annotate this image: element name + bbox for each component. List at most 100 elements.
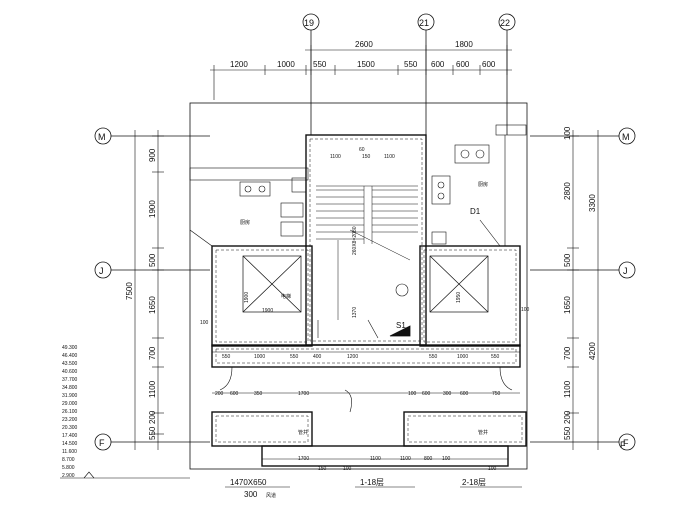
- elev-14: 11.600: [62, 449, 77, 455]
- shaft-label-1: 管井: [298, 429, 308, 436]
- stair-dim-3: 60: [359, 147, 365, 153]
- s1-marker: [389, 325, 411, 337]
- left-total: 7500: [125, 282, 134, 300]
- elev-size-left: 1900: [262, 308, 273, 314]
- wall-hatch: [215, 138, 523, 443]
- elev-7: 31.900: [62, 393, 78, 399]
- vent-note: 风道: [266, 492, 276, 499]
- grid-M-right: M: [622, 132, 630, 142]
- elev-12: 17.400: [62, 433, 78, 439]
- elev-11: 20.300: [62, 425, 78, 431]
- left-500: 500: [148, 253, 157, 267]
- dim-550a: 550: [313, 60, 327, 69]
- elev-8: 29.000: [62, 401, 78, 407]
- right-200: 200: [563, 410, 572, 424]
- top-dimension-lines: [210, 45, 512, 100]
- elev-5: 37.700: [62, 377, 78, 383]
- elevation-stack: [60, 471, 190, 479]
- elev-size-right: 1950: [456, 292, 462, 303]
- elev-10: 23.200: [62, 417, 78, 423]
- room-kitchen-left: 厨房: [240, 219, 250, 226]
- s1-label: S1: [396, 321, 406, 330]
- right-wall-100: 100: [521, 307, 530, 313]
- lobby-400: 400: [313, 354, 322, 360]
- f-mark-right: F: [620, 440, 626, 450]
- elev-4: 40.600: [62, 369, 78, 375]
- left-1900: 1900: [148, 200, 157, 218]
- shaft-600: 600: [230, 391, 239, 397]
- stair-dim-2: 1100: [384, 154, 395, 160]
- right-3300: 3300: [588, 194, 597, 212]
- bottom-800: 800: [424, 456, 433, 462]
- right-500: 500: [563, 253, 572, 267]
- shaft-100: 100: [408, 391, 417, 397]
- left-700: 700: [148, 346, 157, 360]
- lobby-550b: 550: [290, 354, 299, 360]
- lobby-550d: 550: [491, 354, 500, 360]
- elev-16: 5.800: [62, 465, 75, 471]
- right-dimension-lines: [567, 130, 599, 450]
- elev-2: 46.400: [62, 353, 78, 359]
- shaft-600c: 600: [460, 391, 469, 397]
- section-1-label: 1-18层: [360, 478, 384, 487]
- elev-3: 43.500: [62, 361, 78, 367]
- right-1650: 1650: [563, 296, 572, 314]
- right-550: 550: [563, 426, 572, 440]
- left-1650: 1650: [148, 296, 157, 314]
- elev-6: 34.800: [62, 385, 78, 391]
- elev-1: 49.300: [62, 345, 78, 351]
- shaft-1700: 1700: [298, 391, 309, 397]
- room-kitchen-right: 厨房: [478, 181, 488, 188]
- dim-2600: 2600: [355, 40, 373, 49]
- stair-treads: [316, 185, 418, 320]
- walls: [211, 134, 527, 467]
- left-200: 200: [148, 410, 157, 424]
- bottom-1100b: 1100: [400, 456, 411, 462]
- grid-F-right: F: [623, 438, 629, 448]
- shaft-600b: 600: [422, 391, 431, 397]
- grid-19: 19: [304, 18, 314, 28]
- elev-label-left: 电梯: [281, 293, 291, 300]
- shaft-350: 350: [254, 391, 263, 397]
- right-700: 700: [563, 346, 572, 360]
- stair-run-label: 260X8=2080: [352, 226, 358, 255]
- grid-M-left: M: [98, 132, 106, 142]
- vent-size: 1470X650: [230, 478, 267, 487]
- kitchen-left: [189, 167, 309, 247]
- right-1100: 1100: [563, 380, 572, 398]
- right-2800: 2800: [563, 182, 572, 200]
- left-dimension-lines: [134, 130, 164, 450]
- elev-13: 14.500: [62, 441, 78, 447]
- elev-17: 2.900: [62, 473, 75, 479]
- lobby-1200: 1200: [347, 354, 358, 360]
- dim-600a: 600: [431, 60, 445, 69]
- kitchen-right: [431, 124, 527, 247]
- right-100: 100: [563, 126, 572, 140]
- bottom-small-2: 100: [343, 466, 352, 472]
- shaft-200: 200: [215, 391, 224, 397]
- shaft-label-2: 管井: [478, 429, 488, 436]
- grid-F-left: F: [99, 438, 105, 448]
- lobby-550a: 550: [222, 354, 231, 360]
- grid-21: 21: [419, 18, 429, 28]
- vent-depth: 300: [244, 490, 258, 499]
- bottom-1700: 1700: [298, 456, 309, 462]
- interior-dim-lines: [212, 351, 520, 460]
- section-2-label: 2-18层: [462, 478, 486, 487]
- elev-width-left: 1900: [244, 292, 250, 303]
- elev-9: 26.100: [62, 409, 78, 415]
- left-550: 550: [148, 426, 157, 440]
- drawing-frame: [189, 102, 528, 470]
- bottom-small-1: 150: [318, 466, 327, 472]
- shaft-750: 750: [492, 391, 501, 397]
- dim-1800: 1800: [455, 40, 473, 49]
- bottom-small-3: 100: [488, 466, 497, 472]
- dim-1200: 1200: [230, 60, 248, 69]
- stair-dim-1: 1100: [330, 154, 341, 160]
- bottom-1100a: 1100: [370, 456, 381, 462]
- d1-label: D1: [470, 207, 481, 216]
- elevator-gap: 1370: [352, 307, 358, 318]
- dim-1000: 1000: [277, 60, 295, 69]
- grid-J-left: J: [99, 266, 104, 276]
